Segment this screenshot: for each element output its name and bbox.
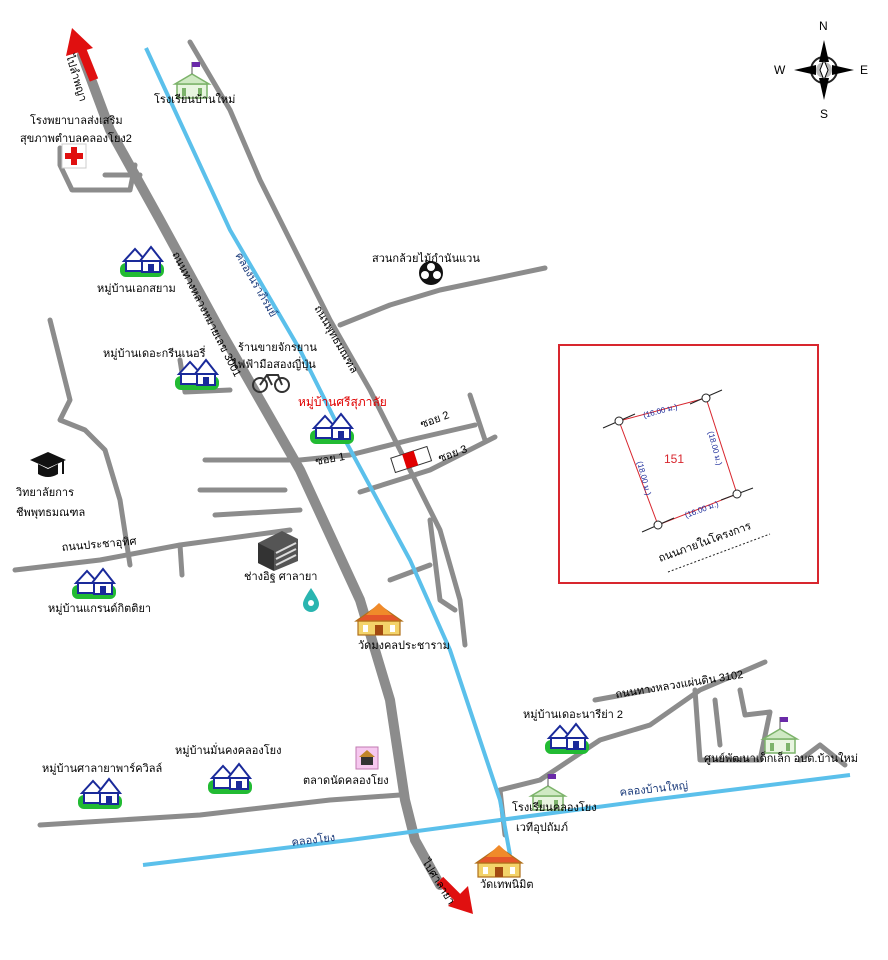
label-college-l1: วิทยาลัยการ xyxy=(15,487,74,499)
label-hospital-l1: โรงพยาบาลส่งเสริม xyxy=(30,113,123,127)
house-icon xyxy=(309,413,355,445)
house-icon xyxy=(544,723,590,755)
label-hospital-l2: สุขภาพตำบลคลองโยง2 xyxy=(20,131,132,145)
label-bike-l2: ไฟฟ้ามือสองญี่ปุ่น xyxy=(231,356,316,371)
label-child-center: ศูนย์พัฒนาเด็กเล็ก อบต.บ้านใหม่ xyxy=(704,751,858,765)
label-wat-mongkol: วัดมงคลประชาราม xyxy=(358,640,450,652)
south-arrow xyxy=(436,876,473,914)
house-icon xyxy=(71,568,117,600)
label-soi3: ซอย 3 xyxy=(437,443,469,464)
label-highway-3102: ถนนทางหลวงแผ่นดิน 3102 xyxy=(615,669,745,701)
house-icon xyxy=(119,246,165,278)
label-garden: สวนกล้วยไม้กำนันแวน xyxy=(372,252,480,265)
temple-icon xyxy=(475,844,523,878)
canals xyxy=(142,47,851,867)
compass-w: W xyxy=(774,63,786,77)
label-soi1: ซอย 1 xyxy=(314,451,345,468)
compass-s: S xyxy=(820,107,828,121)
plot-inset: 151 (16.00 ม.) (16.00 ม.) (18.00 ม.) (18… xyxy=(558,344,819,584)
house-icon xyxy=(77,778,123,810)
north-arrow xyxy=(66,28,99,82)
label-wat-thep: วัดเทพนิมิต xyxy=(480,879,534,891)
main-highway xyxy=(77,50,445,890)
hospital-icon xyxy=(61,143,87,169)
orchid-icon xyxy=(419,261,443,285)
building-icon xyxy=(258,531,298,571)
compass-n: N xyxy=(819,19,828,33)
target-marker xyxy=(390,445,433,474)
label-soi2: ซอย 2 xyxy=(419,409,451,430)
label-ek-sayam: หมู่บ้านเอกสยาม xyxy=(97,283,176,295)
label-salaya-park: หมู่บ้านศาลายาพาร์ควิลล์ xyxy=(42,762,162,775)
label-bike-l1: ร้านขายจักรยาน xyxy=(238,342,317,354)
label-school-khlong-l2: เวทีอุปถัมภ์ xyxy=(516,821,568,834)
label-naree: หมู่บ้านเดอะนารีย่า 2 xyxy=(523,708,623,721)
label-grand-kit: หมู่บ้านแกรนด์กิตติยา xyxy=(48,602,151,615)
label-college-l2: ชีพพุทธมณฑล xyxy=(16,506,85,519)
label-target-village: หมู่บ้านศรีสุภาลัย xyxy=(298,395,387,410)
market-icon xyxy=(355,746,379,770)
secondary-roads xyxy=(12,39,848,838)
label-green-nery: หมู่บ้านเดอะกรีนเนอรี่ xyxy=(103,345,206,360)
water-drop-icon xyxy=(303,588,319,612)
house-icon xyxy=(207,763,253,795)
compass: N S E W xyxy=(774,19,868,121)
label-school-khlong-l1: โรงเรียนคลองโยง xyxy=(512,800,597,814)
label-road-phuttamonthon: ถนนพุทธมณฑล xyxy=(311,304,360,376)
graduation-cap-icon xyxy=(30,452,66,477)
label-to-south: ไปศาลายา xyxy=(419,856,458,907)
label-canal-khlong-yong: คลองโยง xyxy=(291,830,336,849)
label-chang-it: ช่างอิฐ ศาลายา xyxy=(244,571,317,583)
compass-e: E xyxy=(860,63,868,77)
label-mankong: หมู่บ้านมั่นคงคลองโยง xyxy=(175,742,281,757)
label-market: ตลาดนัดคลองโยง xyxy=(303,773,389,787)
bicycle-icon xyxy=(252,374,290,393)
label-canal-narai: คลองนราภิรมย์ xyxy=(232,250,280,319)
plot-number: 151 xyxy=(664,452,684,466)
label-school-ban-mai: โรงเรียนบ้านใหม่ xyxy=(154,92,235,106)
